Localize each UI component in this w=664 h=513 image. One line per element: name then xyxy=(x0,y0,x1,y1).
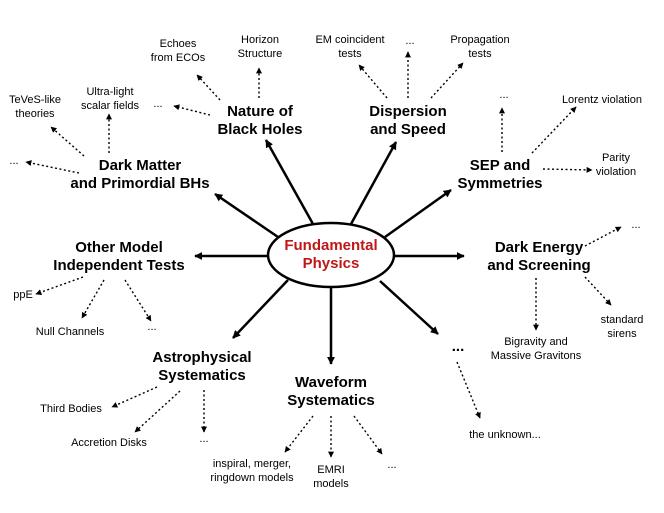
leaf-other-dots: ... xyxy=(147,321,157,333)
leaf-dm-dots: ... xyxy=(9,155,19,167)
arrow-to-dark-matter xyxy=(214,192,279,239)
center-label: Fundamental Physics xyxy=(284,237,378,273)
leaf-bh-dots: ... xyxy=(153,98,163,110)
dotted-to-echoes xyxy=(196,74,221,101)
dotted-to-parity xyxy=(542,166,593,173)
dotted-to-sirens xyxy=(584,276,612,306)
topic-dark-matter: Dark Matter and Primordial BHs xyxy=(70,157,210,193)
dotted-to-imr xyxy=(284,415,314,453)
arrow-to-nature-black-holes xyxy=(264,139,315,225)
leaf-bigravity: Bigravity and Massive Gravitons xyxy=(490,336,582,363)
leaf-em-coincident: EM coincident tests xyxy=(315,34,385,61)
leaf-imr: inspiral, merger, ringdown models xyxy=(210,458,294,485)
topic-astrophysical: Astrophysical Systematics xyxy=(152,349,252,385)
leaf-ultralight: Ultra-light scalar fields xyxy=(80,86,140,113)
leaf-null: Null Channels xyxy=(35,326,105,338)
dotted-to-teves xyxy=(50,126,85,157)
center-ellipse xyxy=(266,221,396,289)
leaf-ppe: ppE xyxy=(13,289,33,301)
leaf-disp-dots: ... xyxy=(405,35,415,47)
dotted-to-third-bodies xyxy=(111,386,158,408)
dotted-to-unknown xyxy=(456,361,481,419)
topic-ellipsis: ... xyxy=(451,338,465,355)
dotted-to-other-dots xyxy=(124,279,152,322)
topic-sep-symmetries: SEP and Symmetries xyxy=(457,157,543,193)
leaf-sep-dots: ... xyxy=(499,89,509,101)
leaf-de-dots: ... xyxy=(631,219,641,231)
dotted-to-ppe xyxy=(35,276,84,295)
dotted-to-null xyxy=(81,279,105,319)
arrow-to-dispersion-speed xyxy=(349,141,398,225)
leaf-wf-dots: ... xyxy=(387,459,397,471)
topic-nature-black-holes: Nature of Black Holes xyxy=(217,103,303,139)
arrow-to-astrophysical xyxy=(232,279,289,339)
leaf-echoes: Echoes from ECOs xyxy=(150,38,206,65)
leaf-unknown: the unknown... xyxy=(469,429,541,441)
arrow-to-ellipsis xyxy=(379,280,439,335)
leaf-propagation: Propagation tests xyxy=(450,34,510,61)
leaf-horizon: Horizon Structure xyxy=(237,34,283,61)
dotted-to-accretion xyxy=(134,390,181,433)
arrow-to-sep-symmetries xyxy=(384,188,452,239)
leaf-sirens: standard sirens xyxy=(600,314,644,341)
dotted-to-wf-dots xyxy=(353,415,383,455)
topic-dark-energy: Dark Energy and Screening xyxy=(487,239,591,275)
dotted-to-dm-dots xyxy=(25,160,80,174)
leaf-third-bodies: Third Bodies xyxy=(40,403,102,415)
leaf-astro-dots: ... xyxy=(199,433,209,445)
dotted-to-em-coincident xyxy=(358,64,388,99)
leaf-emri: EMRI models xyxy=(313,464,349,491)
topic-dispersion-speed: Dispersion and Speed xyxy=(369,103,447,139)
leaf-teves: TeVeS-like theories xyxy=(9,94,61,121)
dotted-to-bh-dots xyxy=(173,104,211,116)
leaf-accretion: Accretion Disks xyxy=(71,437,147,449)
topic-other-model: Other Model Independent Tests xyxy=(53,239,185,275)
dotted-to-lorentz xyxy=(531,106,577,154)
leaf-parity: Parity violation xyxy=(595,152,637,179)
topic-waveform: Waveform Systematics xyxy=(287,374,375,410)
dotted-to-propagation xyxy=(430,62,464,99)
leaf-lorentz: Lorentz violation xyxy=(561,94,643,106)
